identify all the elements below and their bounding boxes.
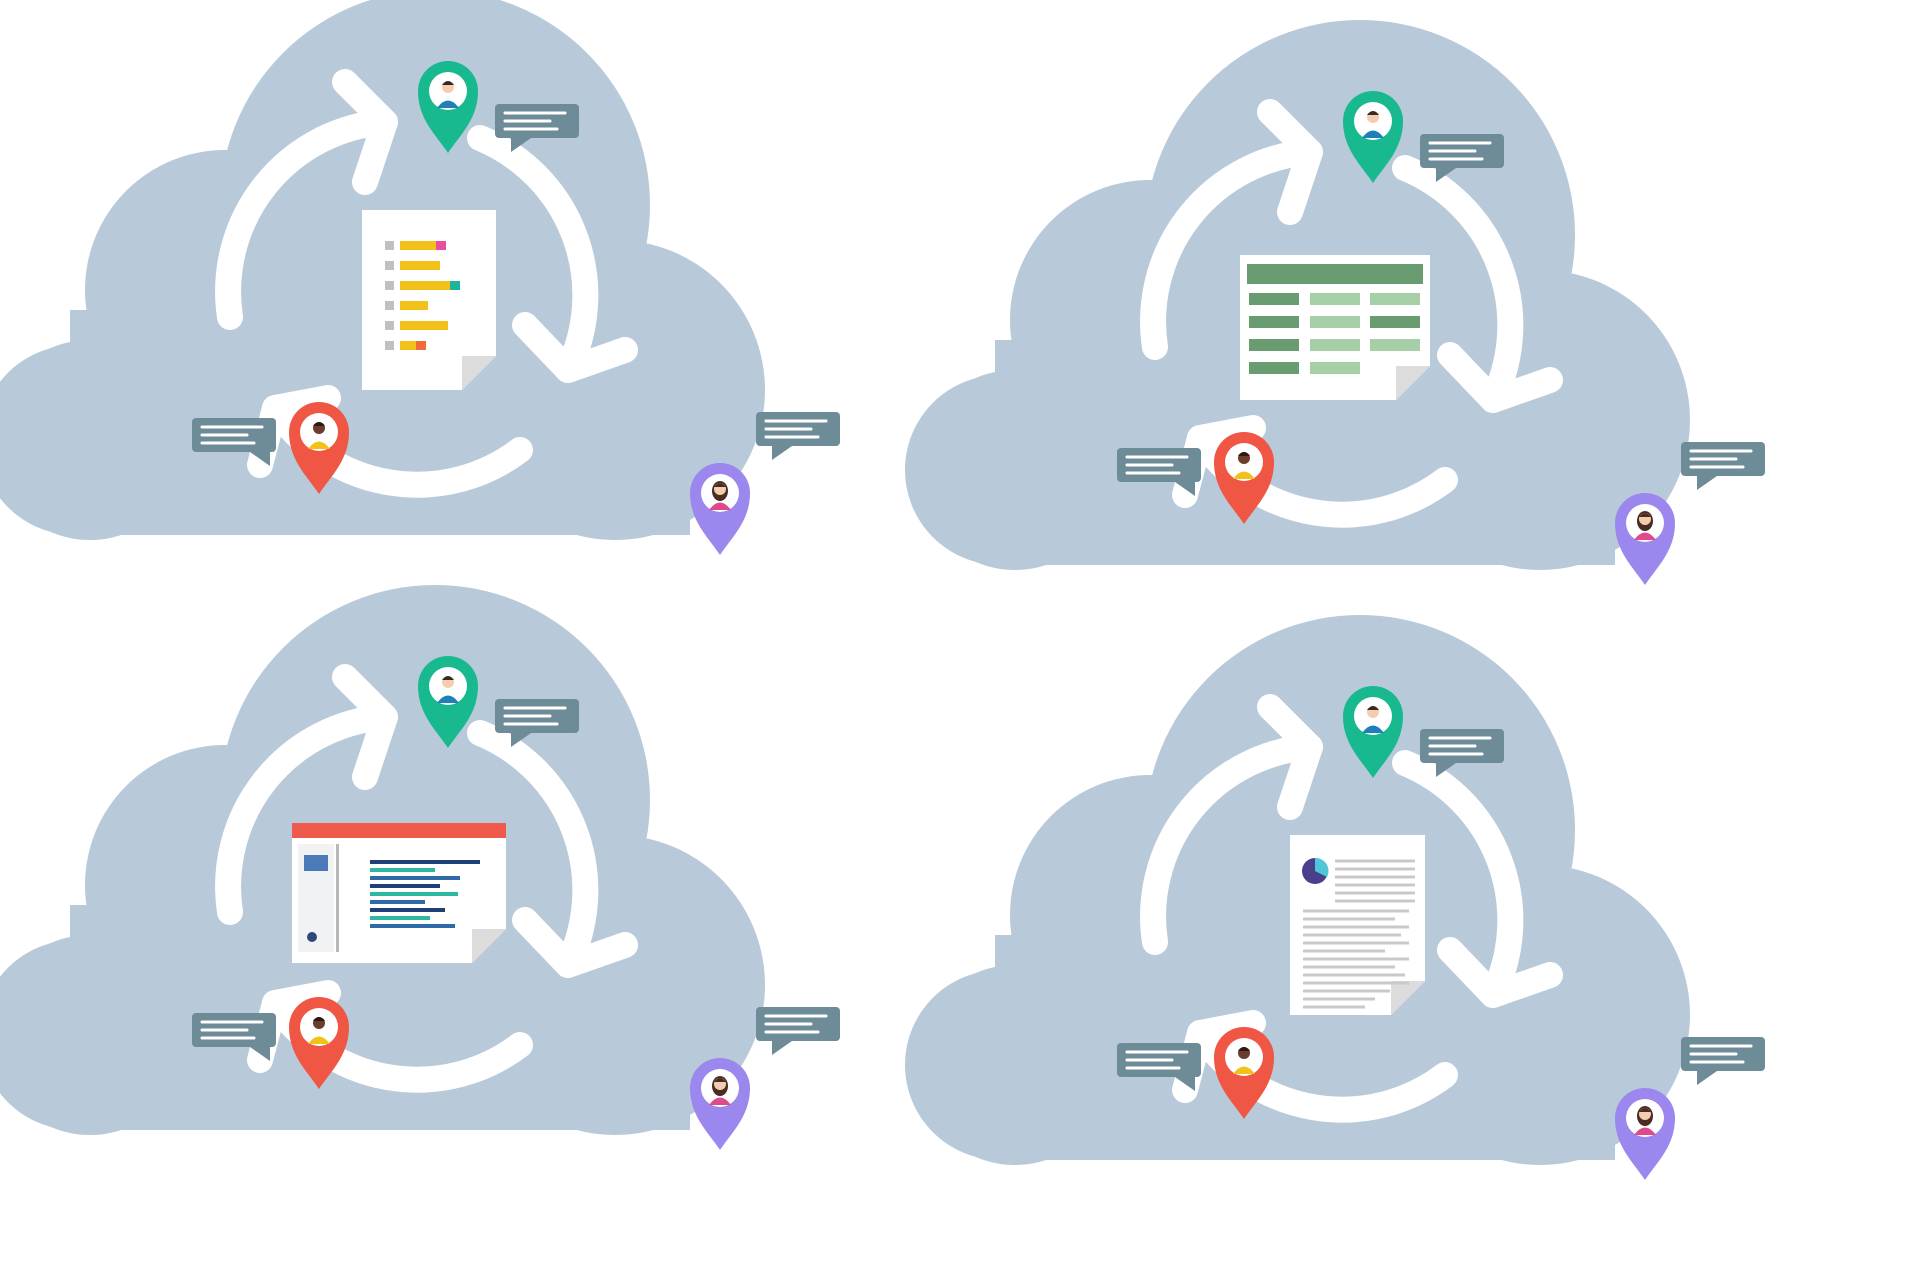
avatar-icon [709,481,731,510]
slide-title-bar [292,823,506,838]
text-document-icon [1290,835,1425,1015]
chat-bubble-top [1420,729,1504,777]
user-woman-purple [690,463,750,555]
avatar-icon [1634,1106,1656,1135]
user-man-green [418,656,478,748]
avatar-icon [1233,452,1255,479]
chat-bubble-left [192,1013,276,1061]
paper-sheet [362,210,496,390]
user-man-red [1214,1027,1274,1119]
user-woman-purple [1615,493,1675,585]
user-man-red [289,997,349,1089]
user-man-green [1343,91,1403,183]
spreadsheet-icon [1240,255,1430,400]
avatar-icon [1233,1047,1255,1074]
chat-bubble-top [1420,134,1504,182]
user-man-red [289,402,349,494]
cloud-collaboration-presentation [0,585,840,1150]
avatar-icon [709,1076,731,1105]
paper-fold [462,356,496,390]
chat-bubble-left [192,418,276,466]
cloud-collaboration-text-document [905,615,1765,1180]
avatar-icon [437,81,459,108]
avatar-icon [1634,511,1656,540]
chat-bubble-right [1681,442,1765,490]
chat-bubble-left [1117,448,1201,496]
paper-fold [472,929,506,963]
paper-fold [1391,981,1425,1015]
avatar-icon [308,422,330,449]
chat-bubble-right [1681,1037,1765,1085]
avatar-icon [1362,706,1384,733]
user-man-red [1214,432,1274,524]
chat-bubble-right [756,412,840,460]
cloud-shape [905,615,1690,1165]
cloud-collaboration-spreadsheet [905,20,1765,585]
paper-fold [1396,366,1430,400]
cloud-collaboration-document-chart [0,0,840,555]
chat-bubble-right [756,1007,840,1055]
chat-bubble-left [1117,1043,1201,1091]
user-man-green [418,61,478,153]
avatar-icon [308,1017,330,1044]
presentation-slide-icon [292,823,506,963]
user-woman-purple [1615,1088,1675,1180]
cloud-shape [0,0,765,540]
user-woman-purple [690,1058,750,1150]
avatar-icon [1362,111,1384,138]
circular-arrows-icon [215,664,638,1093]
user-man-green [1343,686,1403,778]
bar-list-document-icon [362,210,496,390]
avatar-icon [437,676,459,703]
circular-arrows-icon [1140,99,1563,528]
circular-arrows-icon [215,69,638,498]
chat-bubble-top [495,104,579,152]
chat-bubble-top [495,699,579,747]
